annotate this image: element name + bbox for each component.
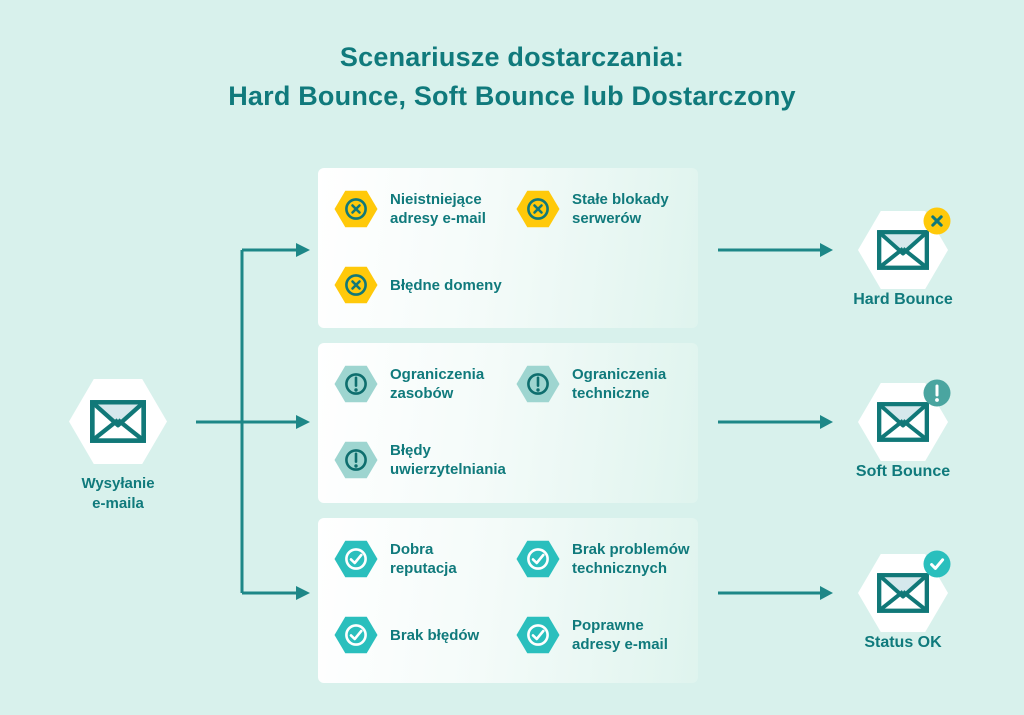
item-label-line2: adresy e-mail [390, 210, 486, 227]
result-node-hard-bounce: Hard Bounce [843, 207, 963, 320]
exclamation-hexagon-icon [334, 441, 378, 479]
item-label-line2: adresy e-mail [572, 636, 668, 653]
exclamation-hexagon-icon [334, 365, 378, 403]
item-label-line1: Ograniczenia [390, 366, 485, 383]
item-label-line2: zasobów [390, 385, 454, 402]
item-label: Stałe blokady serwerów [572, 190, 669, 228]
list-item: Błędne domeny [334, 266, 502, 304]
item-label-line1: Błędy [390, 442, 431, 459]
group-box-soft-bounce-causes: Ograniczenia zasobów Ograniczenia techni… [318, 343, 698, 503]
result-label: Status OK [864, 634, 942, 651]
item-label-line1: Stałe blokady [572, 191, 669, 208]
item-label: Brak błędów [390, 626, 479, 645]
check-hexagon-icon [516, 540, 560, 578]
item-label: Brak problemów technicznych [572, 540, 690, 578]
envelope-hexagon-icon [858, 554, 948, 632]
item-label-line2: uwierzytelniania [390, 461, 506, 478]
item-label: Błędy uwierzytelniania [390, 441, 506, 479]
x-hexagon-icon [334, 266, 378, 304]
check-hexagon-icon [334, 616, 378, 654]
group-box-hard-bounce-causes: Nieistniejące adresy e-mail Stałe blokad… [318, 168, 698, 328]
check-badge-icon [923, 550, 951, 578]
item-label-line1: Błędne domeny [390, 276, 502, 294]
check-hexagon-icon [516, 616, 560, 654]
item-label: Nieistniejące adresy e-mail [390, 190, 486, 228]
list-item: Ograniczenia zasobów [334, 365, 484, 403]
source-label-line2: e-maila [92, 495, 144, 512]
list-item: Stałe blokady serwerów [516, 190, 669, 228]
page-title-line1: Scenariusze dostarczania: [339, 42, 685, 72]
item-label: Ograniczenia techniczne [572, 365, 666, 403]
item-label-line2: techniczne [572, 385, 650, 402]
item-label: Dobra reputacja [390, 540, 457, 578]
list-item: Błędy uwierzytelniania [334, 441, 506, 479]
exclamation-hexagon-icon [516, 365, 560, 403]
item-label-line1: Ograniczenia [572, 366, 667, 383]
x-hexagon-icon [334, 190, 378, 228]
source-label-line1: Wysyłanie [81, 475, 155, 492]
page-title-line2: Hard Bounce, Soft Bounce lub Dostarczony [228, 81, 796, 111]
x-hexagon-icon [516, 190, 560, 228]
item-label-line2: serwerów [572, 210, 642, 227]
result-label: Hard Bounce [853, 291, 953, 308]
check-hexagon-icon [334, 540, 378, 578]
list-item: Brak problemów technicznych [516, 540, 690, 578]
list-item: Nieistniejące adresy e-mail [334, 190, 486, 228]
source-node-email-sending: Wysyłanie e-maila [68, 378, 168, 512]
group-box-delivered-conditions: Dobra reputacja Brak problemów techniczn… [318, 518, 698, 683]
item-label-line1: Brak błędów [390, 626, 480, 644]
item-label: Błędne domeny [390, 276, 502, 295]
item-label-line1: Nieistniejące [390, 191, 482, 208]
envelope-hexagon-icon [858, 211, 948, 289]
list-item: Brak błędów [334, 616, 479, 654]
envelope-hexagon-icon [69, 379, 167, 464]
list-item: Dobra reputacja [334, 540, 457, 578]
result-label: Soft Bounce [855, 463, 951, 480]
x-badge-icon [923, 207, 951, 235]
exclamation-badge-icon [923, 379, 951, 407]
item-label-line2: reputacja [390, 560, 457, 577]
source-label: Wysyłanie e-maila [38, 474, 198, 514]
item-label-line1: Poprawne [572, 617, 644, 634]
item-label-line2: technicznych [572, 560, 668, 577]
list-item: Poprawne adresy e-mail [516, 616, 668, 654]
result-node-status-ok: Status OK [843, 550, 963, 663]
item-label-line1: Brak problemów [572, 541, 690, 558]
page-title: Scenariusze dostarczania: Hard Bounce, S… [0, 38, 1024, 116]
result-node-soft-bounce: Soft Bounce [843, 379, 963, 492]
envelope-hexagon-icon [858, 383, 948, 461]
item-label: Ograniczenia zasobów [390, 365, 484, 403]
item-label-line1: Dobra [390, 541, 434, 558]
list-item: Ograniczenia techniczne [516, 365, 666, 403]
item-label: Poprawne adresy e-mail [572, 616, 668, 654]
